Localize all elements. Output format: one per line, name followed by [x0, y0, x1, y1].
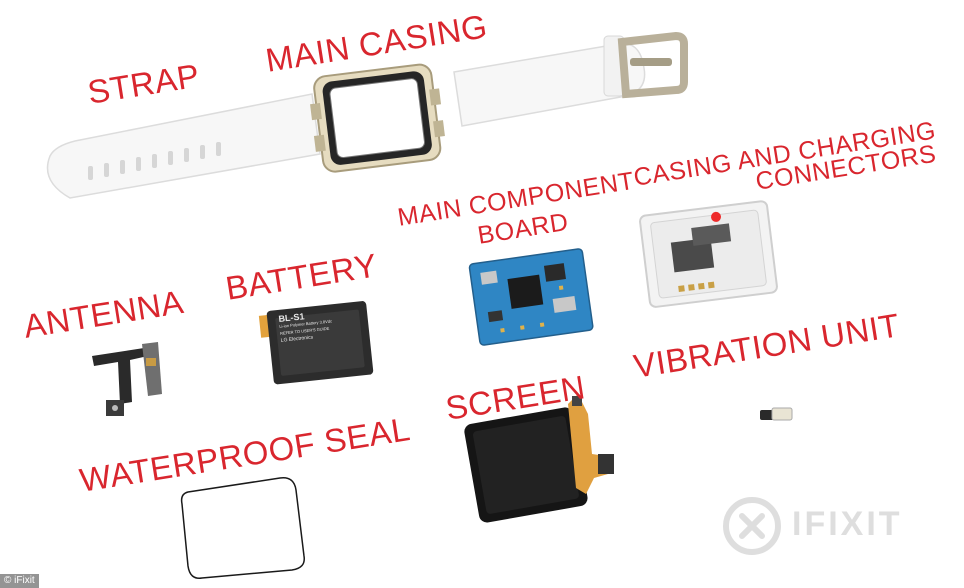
main-casing [298, 56, 458, 176]
strap-left [30, 86, 330, 216]
photo-credit: © iFixit [0, 574, 39, 588]
ifixit-logo-icon [720, 494, 784, 558]
ifixit-watermark: IFIXIT [792, 505, 903, 543]
label-vibration-unit: VIBRATION UNIT [631, 306, 903, 385]
label-battery: BATTERY [223, 246, 380, 307]
strap-right-buckle [448, 28, 688, 138]
vibration-unit [756, 398, 796, 428]
screen [456, 384, 626, 524]
antenna [86, 336, 176, 428]
battery [258, 298, 376, 388]
waterproof-seal [172, 470, 312, 582]
casing-charging-connectors [634, 190, 784, 310]
label-antenna: ANTENNA [21, 283, 187, 345]
main-component-board [466, 244, 596, 348]
